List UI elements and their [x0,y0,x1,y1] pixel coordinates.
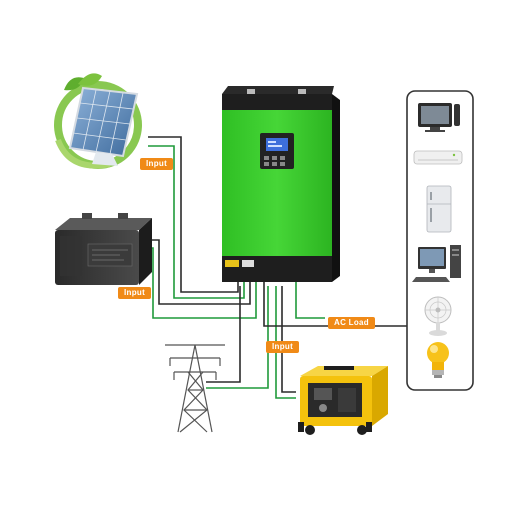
load-wire-green [295,281,325,319]
grid-wire-black [206,286,241,383]
solar-wire-black [148,136,239,293]
solar-panel-icon [54,73,142,169]
solar-wire-green [148,145,245,299]
load-box [406,90,474,391]
grid-input-label: Input [266,341,300,353]
fan-icon [424,296,452,336]
computer-icon [412,245,461,282]
generator-wire-black [281,286,296,393]
grid-wire-green [206,286,269,389]
light-bulb-icon [427,342,449,378]
power-tower-icon [165,344,225,433]
tv-icon [418,103,460,132]
air-conditioner-icon [413,150,463,165]
inverter-display [260,133,294,169]
battery-wire-black [140,239,251,305]
battery-input-label: Input [118,287,152,299]
generator-icon [298,366,388,435]
refrigerator-icon [426,185,452,233]
inverter-icon [222,86,340,282]
ac-load-label: AC Load [328,317,375,329]
generator-wire-green [275,286,296,399]
solar-input-label: Input [140,158,174,170]
battery-icon [55,213,152,285]
